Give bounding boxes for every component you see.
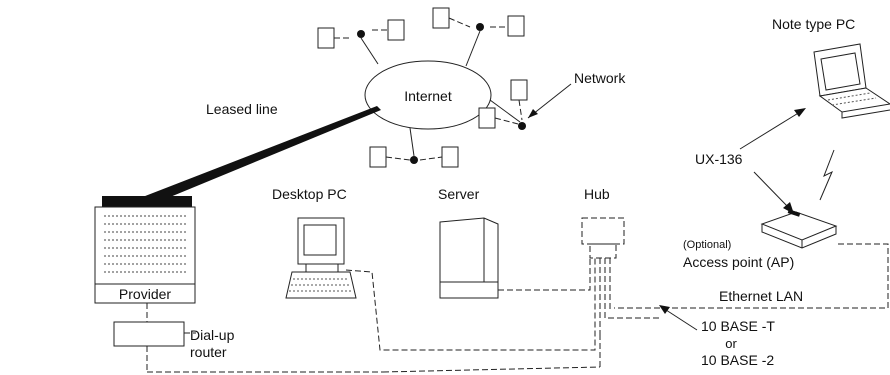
network-node-top-left <box>317 19 405 65</box>
leased-line-label: Leased line <box>206 101 278 117</box>
network-node-right <box>478 79 528 130</box>
server-icon <box>439 217 499 299</box>
network-arrowhead <box>528 109 538 118</box>
ethernet-lan-label: Ethernet LAN <box>719 288 803 304</box>
provider-icon <box>94 196 196 304</box>
wireless-signal-icon <box>819 149 835 201</box>
or-label: or <box>725 336 737 351</box>
desktop-pc-label: Desktop PC <box>272 186 347 202</box>
dialup-router-icon <box>113 321 185 347</box>
network-node-top-right <box>432 7 525 67</box>
base-t-label: 10 BASE -T <box>701 318 775 334</box>
internet-label: Internet <box>404 88 452 104</box>
access-point-label: Access point (AP) <box>683 254 794 270</box>
network-node-bottom <box>369 127 459 168</box>
internet-ellipse <box>364 60 492 130</box>
provider-label: Provider <box>119 286 171 302</box>
access-point-icon <box>760 209 838 249</box>
lan-cables <box>345 258 660 351</box>
base-arrowhead <box>659 305 670 314</box>
desktop-pc-icon <box>285 217 357 299</box>
dialup-router-label-1: Dial-up <box>190 327 235 343</box>
dialup-router-label-2: router <box>190 344 227 360</box>
leased-line <box>140 106 381 202</box>
network-label: Network <box>574 70 626 86</box>
optional-label: (Optional) <box>683 239 731 251</box>
server-label: Server <box>438 186 480 202</box>
ux136-arrow-up <box>794 108 806 117</box>
hub-icon <box>581 217 625 259</box>
note-pc-icon <box>813 43 890 119</box>
note-pc-label: Note type PC <box>772 16 855 32</box>
hub-label: Hub <box>584 186 610 202</box>
base-2-label: 10 BASE -2 <box>701 352 774 368</box>
ux136-label: UX-136 <box>695 151 743 167</box>
